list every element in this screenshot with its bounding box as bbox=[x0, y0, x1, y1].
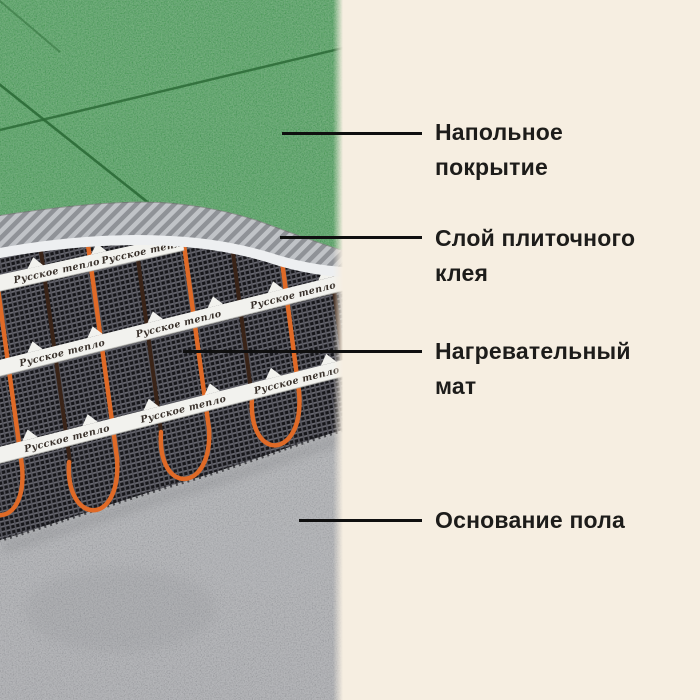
leader-line-tile-adhesive bbox=[280, 236, 422, 239]
label-line: Основание пола bbox=[435, 507, 626, 533]
mat-mesh bbox=[0, 245, 343, 541]
label-floor-covering: Напольное покрытие bbox=[435, 115, 563, 185]
adhesive-white-edge bbox=[0, 235, 343, 277]
leader-line-heating-mat bbox=[183, 350, 422, 353]
label-line: Нагревательный bbox=[435, 338, 631, 364]
heating-mat-layer: Русское тепло Русское тепло Русс bbox=[0, 231, 343, 542]
mat-edge-shadow bbox=[1, 434, 343, 553]
label-line: покрытие bbox=[435, 154, 548, 180]
leader-line-floor-covering bbox=[282, 132, 422, 135]
label-line: Слой плиточного bbox=[435, 225, 636, 251]
label-floor-base: Основание пола bbox=[435, 503, 625, 538]
label-heating-mat: Нагревательный мат bbox=[435, 334, 631, 404]
cable-loops bbox=[0, 389, 302, 518]
label-line: мат bbox=[435, 373, 477, 399]
label-tile-adhesive: Слой плиточного клея bbox=[435, 221, 635, 291]
label-line: Напольное bbox=[435, 119, 564, 145]
label-line: клея bbox=[435, 260, 489, 286]
leader-line-floor-base bbox=[299, 519, 422, 522]
